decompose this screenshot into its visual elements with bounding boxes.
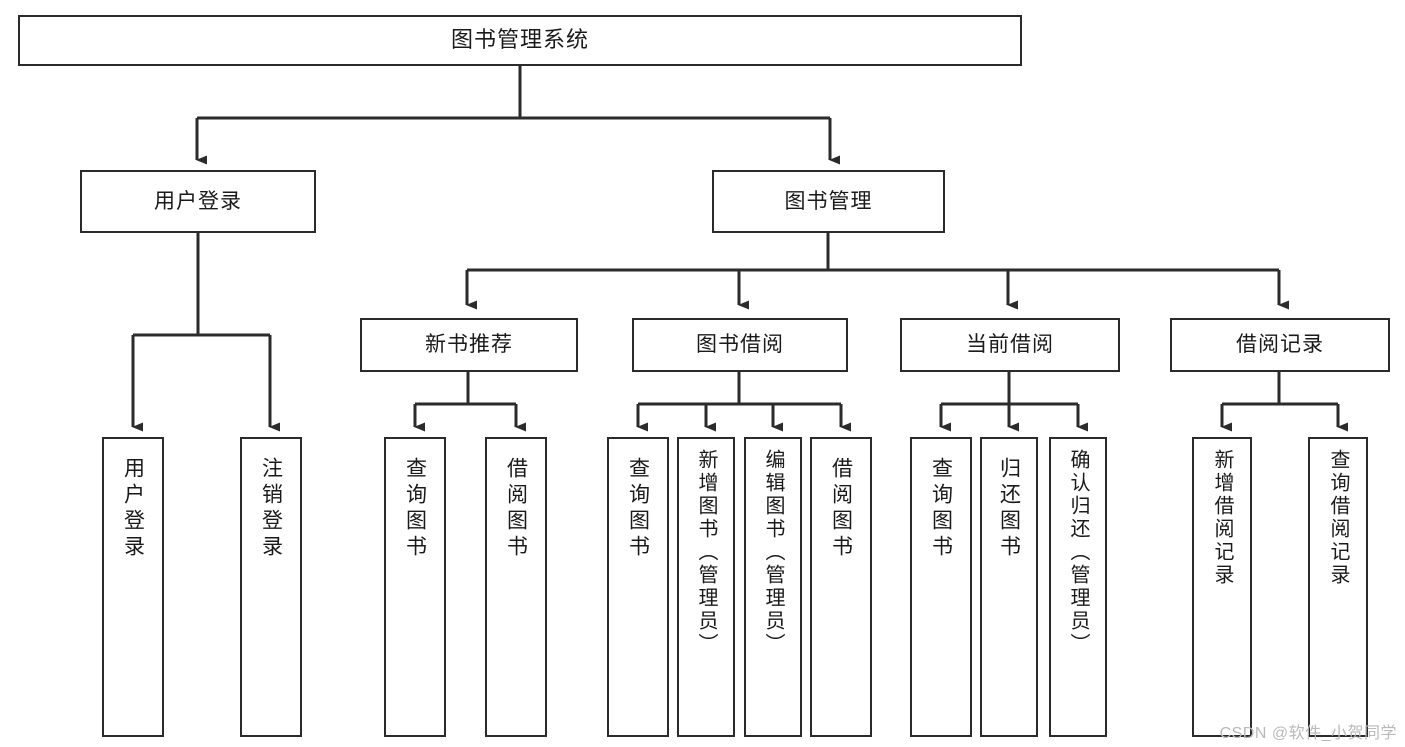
node-leaf-query-book-2-label: 查询图书 bbox=[626, 457, 650, 561]
node-leaf-user-logout[interactable]: 注销登录 bbox=[240, 437, 302, 737]
node-root[interactable]: 图书管理系统 bbox=[18, 15, 1022, 66]
node-book-manage-label: 图书管理 bbox=[784, 189, 873, 213]
node-leaf-user-login-label: 用户登录 bbox=[121, 457, 145, 561]
node-leaf-return-book[interactable]: 归还图书 bbox=[980, 437, 1038, 737]
node-leaf-query-book-1-label: 查询图书 bbox=[403, 457, 427, 561]
node-root-label: 图书管理系统 bbox=[450, 27, 589, 53]
node-leaf-user-logout-label: 注销登录 bbox=[259, 457, 283, 561]
node-leaf-edit-book[interactable]: 编辑图书（管理员） bbox=[744, 437, 802, 737]
node-leaf-user-login[interactable]: 用户登录 bbox=[102, 437, 164, 737]
node-leaf-confirm-return[interactable]: 确认归还（管理员） bbox=[1049, 437, 1107, 737]
node-leaf-return-book-label: 归还图书 bbox=[997, 457, 1021, 561]
node-book-borrow[interactable]: 图书借阅 bbox=[632, 318, 848, 372]
node-current-borrow[interactable]: 当前借阅 bbox=[900, 318, 1120, 372]
node-leaf-add-record-label: 新增借阅记录 bbox=[1211, 449, 1233, 587]
node-new-book-rec-label: 新书推荐 bbox=[425, 333, 513, 357]
node-user-login[interactable]: 用户登录 bbox=[80, 170, 316, 233]
csdn-watermark: CSDN @软件_小贺同学 bbox=[1219, 725, 1397, 742]
node-user-login-label: 用户登录 bbox=[154, 189, 242, 213]
node-leaf-borrow-book-1[interactable]: 借阅图书 bbox=[485, 437, 547, 737]
node-leaf-borrow-book-2-label: 借阅图书 bbox=[829, 457, 853, 561]
node-current-borrow-label: 当前借阅 bbox=[966, 333, 1054, 357]
node-leaf-edit-book-label: 编辑图书（管理员） bbox=[762, 449, 784, 656]
node-borrow-record[interactable]: 借阅记录 bbox=[1170, 318, 1390, 372]
node-leaf-add-book-label: 新增图书（管理员） bbox=[695, 449, 717, 656]
node-book-borrow-label: 图书借阅 bbox=[696, 333, 784, 357]
node-leaf-add-record[interactable]: 新增借阅记录 bbox=[1192, 437, 1252, 737]
node-leaf-borrow-book-1-label: 借阅图书 bbox=[504, 457, 528, 561]
node-borrow-record-label: 借阅记录 bbox=[1236, 333, 1324, 357]
node-book-manage[interactable]: 图书管理 bbox=[712, 170, 945, 233]
node-new-book-rec[interactable]: 新书推荐 bbox=[360, 318, 578, 372]
node-leaf-add-book[interactable]: 新增图书（管理员） bbox=[677, 437, 735, 737]
node-leaf-query-book-3-label: 查询图书 bbox=[929, 457, 953, 561]
node-leaf-query-book-2[interactable]: 查询图书 bbox=[607, 437, 669, 737]
node-leaf-query-book-1[interactable]: 查询图书 bbox=[384, 437, 446, 737]
node-leaf-query-record[interactable]: 查询借阅记录 bbox=[1308, 437, 1368, 737]
node-leaf-borrow-book-2[interactable]: 借阅图书 bbox=[810, 437, 872, 737]
node-leaf-query-book-3[interactable]: 查询图书 bbox=[910, 437, 972, 737]
node-leaf-query-record-label: 查询借阅记录 bbox=[1327, 449, 1349, 587]
node-leaf-confirm-return-label: 确认归还（管理员） bbox=[1067, 449, 1089, 656]
